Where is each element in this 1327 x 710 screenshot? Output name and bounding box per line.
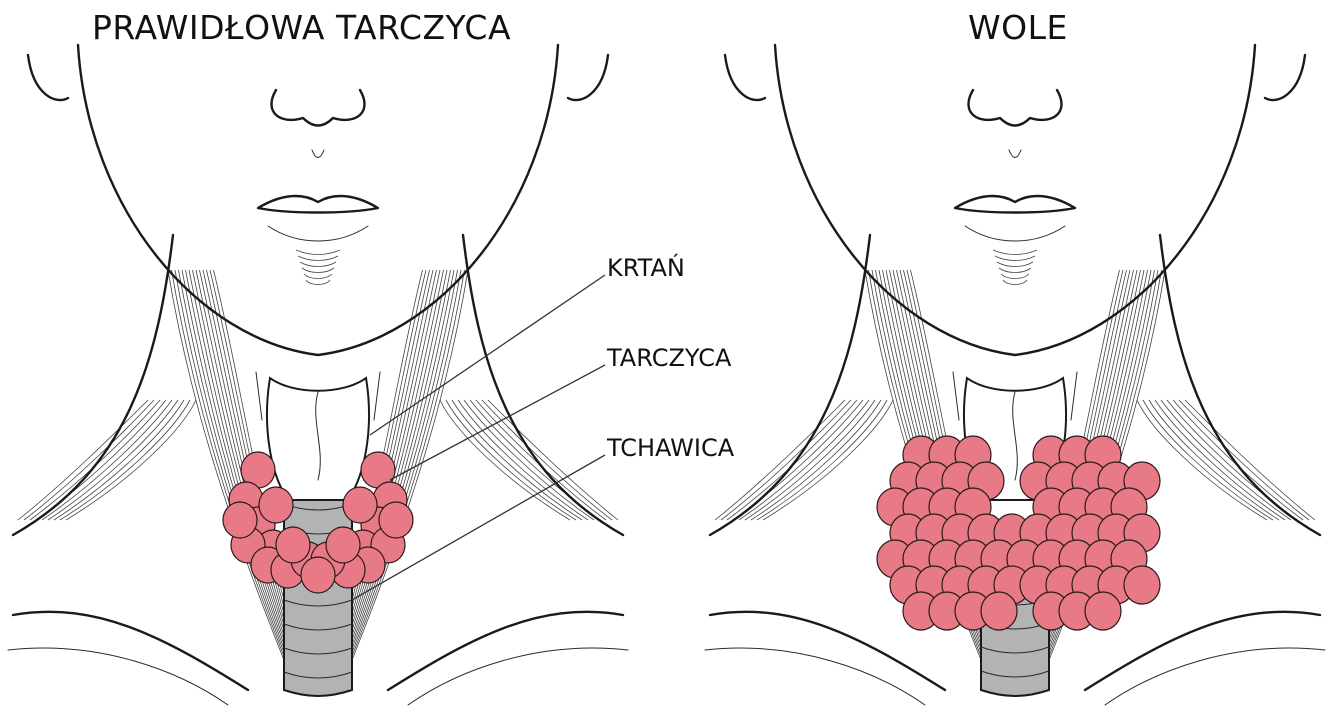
lower-lip-contour	[268, 226, 368, 241]
chin-hatching	[999, 268, 1031, 273]
philtrum-mark	[1009, 150, 1021, 158]
trapezius-fiber	[727, 400, 857, 520]
chin-hatching	[995, 256, 1035, 261]
chin-hatching	[1001, 274, 1029, 279]
chin-hatching	[296, 250, 340, 255]
trapezius-fiber	[721, 400, 851, 520]
lips-outline	[955, 196, 1075, 213]
larynx-leader	[370, 275, 605, 435]
trapezius-fiber	[30, 400, 160, 520]
thyroid-lobule	[1124, 566, 1160, 604]
ear-outline	[28, 55, 608, 100]
thyroid-lobule	[223, 502, 257, 538]
thyroid-lobule	[1085, 592, 1121, 630]
thyroid-lobule	[259, 487, 293, 523]
trapezius-fiber	[476, 400, 606, 520]
goiter-title: WOLE	[968, 8, 1068, 47]
larynx-label: KRTAŃ	[607, 254, 685, 282]
chin-hatching	[298, 256, 338, 261]
thyroid-lobule	[379, 502, 413, 538]
normal-thyroid-panel	[8, 45, 628, 705]
thyroid-lobule	[301, 557, 335, 593]
thyroid-label: TARCZYCA	[607, 344, 731, 372]
lips-outline	[258, 196, 378, 213]
trapezius-fiber	[1155, 400, 1285, 520]
chin-hatching	[302, 268, 334, 273]
chin-hatching	[993, 250, 1037, 255]
nose-outline	[968, 90, 1061, 126]
trapezius-fiber	[745, 400, 875, 520]
chin-hatching	[304, 274, 332, 279]
thyroid-lobule	[326, 527, 360, 563]
goiter-panel	[705, 45, 1325, 705]
trapezius-fiber	[1179, 400, 1309, 520]
chin-hatching	[997, 262, 1033, 267]
trapezius-fiber	[48, 400, 178, 520]
jaw-outline	[78, 45, 558, 355]
trapezius-fiber	[18, 400, 148, 520]
nose-outline	[271, 90, 364, 126]
trapezius-fiber	[1173, 400, 1303, 520]
philtrum-mark	[312, 150, 324, 158]
thyroid-leader	[390, 365, 605, 480]
jaw-outline	[775, 45, 1255, 355]
chin-hatching	[300, 262, 336, 267]
trapezius-fiber	[1185, 400, 1315, 520]
thyroid-lobule	[276, 527, 310, 563]
normal-thyroid-title: PRAWIDŁOWA TARCZYCA	[92, 8, 511, 47]
trachea-label: TCHAWICA	[607, 434, 734, 462]
chin-hatching	[306, 280, 330, 285]
trapezius-fiber	[482, 400, 612, 520]
trapezius-fiber	[24, 400, 154, 520]
trapezius-fiber	[715, 400, 845, 520]
chin-hatching	[1003, 280, 1027, 285]
lower-lip-contour	[965, 226, 1065, 241]
ear-outline	[725, 55, 1305, 100]
thyroid-lobule	[981, 592, 1017, 630]
trapezius-fiber	[488, 400, 618, 520]
thyroid-lobule	[343, 487, 377, 523]
